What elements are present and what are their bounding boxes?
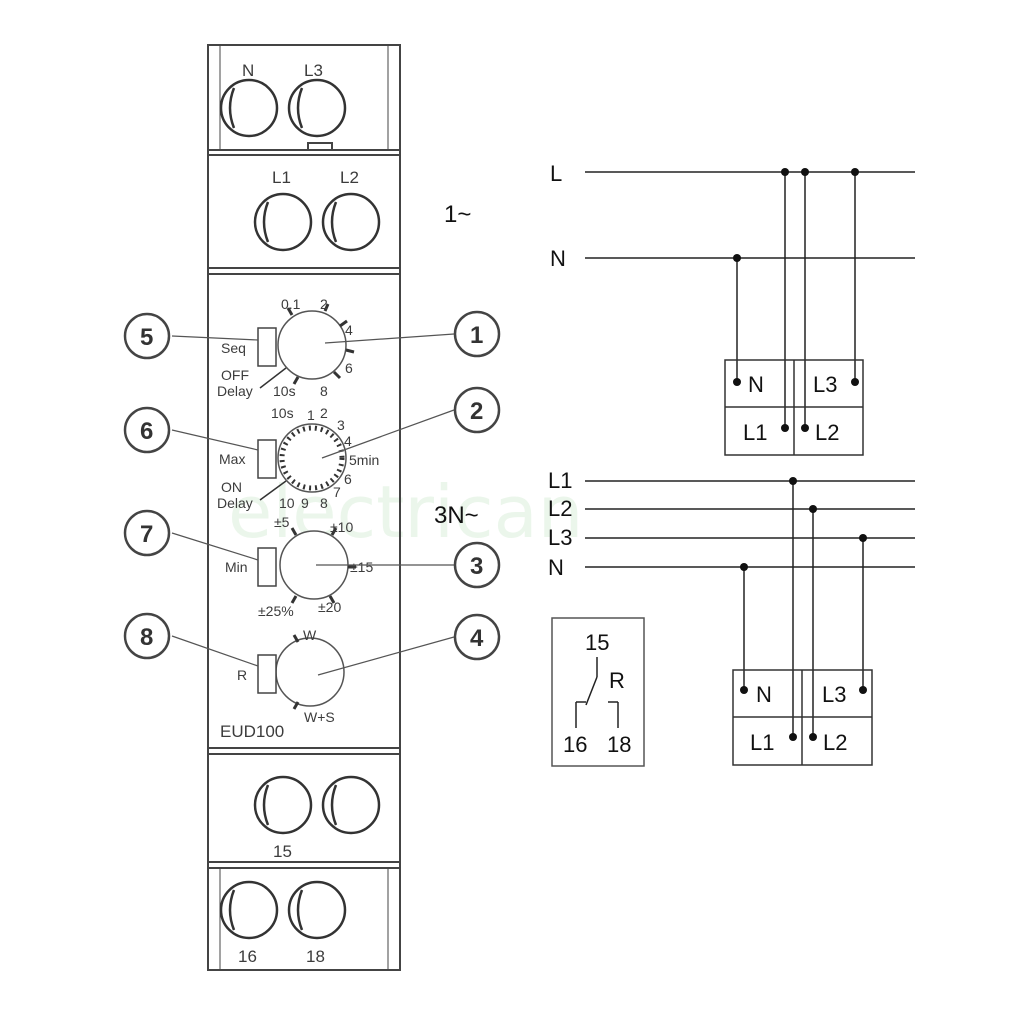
line-l3-label: L3 bbox=[548, 525, 572, 550]
block1-l1: L1 bbox=[743, 420, 767, 445]
terminal-label-18: 18 bbox=[306, 947, 325, 966]
terminal-label-n: N bbox=[242, 61, 254, 80]
callout-3: 3 bbox=[470, 553, 483, 580]
screw-16 bbox=[219, 880, 279, 940]
dial1-scale-6: 6 bbox=[345, 360, 353, 376]
block1-n: N bbox=[748, 372, 764, 397]
dial1-scale-2: 2 bbox=[320, 296, 328, 312]
block1-l3: L3 bbox=[813, 372, 837, 397]
screw-18 bbox=[287, 880, 347, 940]
screw-n bbox=[219, 78, 279, 138]
block2-n: N bbox=[756, 682, 772, 707]
relay-contact-symbol bbox=[551, 617, 645, 767]
relay-common-15: 15 bbox=[585, 630, 609, 655]
dial1-scale-4: 4 bbox=[345, 322, 353, 338]
switch-label-max: Max bbox=[219, 451, 245, 467]
single-phase-junctions bbox=[733, 168, 859, 432]
dial2-caption-delay: Delay bbox=[217, 495, 253, 511]
dial2-caption-on: ON bbox=[221, 479, 242, 495]
switch-max bbox=[257, 439, 277, 479]
single-phase-label: 1~ bbox=[444, 201, 471, 228]
switch-label-r: R bbox=[237, 667, 247, 683]
switch-seq bbox=[257, 327, 277, 367]
dial3-scale-20: ±20 bbox=[318, 599, 341, 615]
line-n-label: N bbox=[550, 246, 566, 271]
line-l1-label: L1 bbox=[548, 468, 572, 493]
din-rail-device bbox=[207, 44, 401, 971]
dial1-caption-off: OFF bbox=[221, 367, 249, 383]
dial1-scale-10s: 10s bbox=[273, 383, 296, 399]
line-l2-label: L2 bbox=[548, 496, 572, 521]
callout-leaders bbox=[171, 333, 455, 676]
dial2-scale-3: 3 bbox=[337, 417, 345, 433]
dial2-scale-6: 6 bbox=[344, 471, 352, 487]
callout-2: 2 bbox=[470, 398, 483, 425]
terminal-screws bbox=[219, 78, 381, 940]
dial-relay-mode bbox=[275, 634, 345, 710]
callout-1: 1 bbox=[470, 322, 483, 349]
callout-circles bbox=[123, 310, 501, 661]
dial2-scale-8: 8 bbox=[320, 495, 328, 511]
dial3-scale-5: ±5 bbox=[274, 514, 290, 530]
block1-l2: L2 bbox=[815, 420, 839, 445]
relay-nc-16: 16 bbox=[563, 732, 587, 757]
dial3-scale-10: ±10 bbox=[330, 519, 353, 535]
terminal-label-l3: L3 bbox=[304, 61, 323, 80]
switch-r bbox=[257, 654, 277, 694]
relay-label-r: R bbox=[609, 668, 625, 693]
switch-label-seq: Seq bbox=[221, 340, 246, 356]
single-phase-terminal-block bbox=[724, 359, 864, 456]
three-phase-terminal-block bbox=[732, 669, 873, 766]
three-phase-conductors bbox=[585, 480, 915, 737]
dial2-scale-10s: 10s bbox=[271, 405, 294, 421]
dial4-scale-ws: W+S bbox=[304, 709, 335, 725]
screw-l1 bbox=[253, 192, 313, 252]
line-l-label: L bbox=[550, 161, 562, 186]
model-label: EUD100 bbox=[220, 722, 284, 741]
dial-on-delay bbox=[259, 423, 347, 501]
terminal-label-l1: L1 bbox=[272, 168, 291, 187]
dial1-caption-delay: Delay bbox=[217, 383, 253, 399]
callout-4: 4 bbox=[470, 625, 484, 652]
block2-l3: L3 bbox=[822, 682, 846, 707]
block2-l1: L1 bbox=[750, 730, 774, 755]
screw-15a bbox=[253, 775, 313, 835]
callout-8: 8 bbox=[140, 624, 153, 651]
dial1-scale-8: 8 bbox=[320, 383, 328, 399]
three-phase-label: 3N~ bbox=[434, 502, 479, 529]
terminal-label-15: 15 bbox=[273, 842, 292, 861]
block2-l2: L2 bbox=[823, 730, 847, 755]
relay-no-18: 18 bbox=[607, 732, 631, 757]
dial2-scale-10: 10 bbox=[279, 495, 295, 511]
dial3-scale-25: ±25% bbox=[258, 603, 294, 619]
watermark: electrican bbox=[228, 470, 583, 554]
three-phase-junctions bbox=[740, 477, 867, 741]
callout-5: 5 bbox=[140, 324, 153, 351]
dial2-scale-7: 7 bbox=[333, 484, 341, 500]
screw-l3 bbox=[287, 78, 347, 138]
dial2-scale-1: 1 bbox=[307, 407, 315, 423]
terminal-label-16: 16 bbox=[238, 947, 257, 966]
dial4-scale-w: W bbox=[303, 627, 317, 643]
dial-min bbox=[279, 527, 356, 604]
terminal-label-l2: L2 bbox=[340, 168, 359, 187]
dial-off-delay bbox=[259, 303, 355, 389]
screw-15b bbox=[321, 775, 381, 835]
single-phase-conductors bbox=[585, 171, 915, 428]
dial2-scale-9: 9 bbox=[301, 495, 309, 511]
dial2-scale-4: 4 bbox=[344, 433, 352, 449]
callout-6: 6 bbox=[140, 418, 153, 445]
line-n3-label: N bbox=[548, 555, 564, 580]
switch-label-min: Min bbox=[225, 559, 248, 575]
dial3-scale-15: ±15 bbox=[350, 559, 373, 575]
dial2-scale-2: 2 bbox=[320, 405, 328, 421]
screw-l2 bbox=[321, 192, 381, 252]
dial2-scale-5min: 5min bbox=[349, 452, 379, 468]
dial1-scale-0-1: 0.1 bbox=[281, 296, 301, 312]
callout-7: 7 bbox=[140, 521, 153, 548]
switch-min bbox=[257, 547, 277, 587]
